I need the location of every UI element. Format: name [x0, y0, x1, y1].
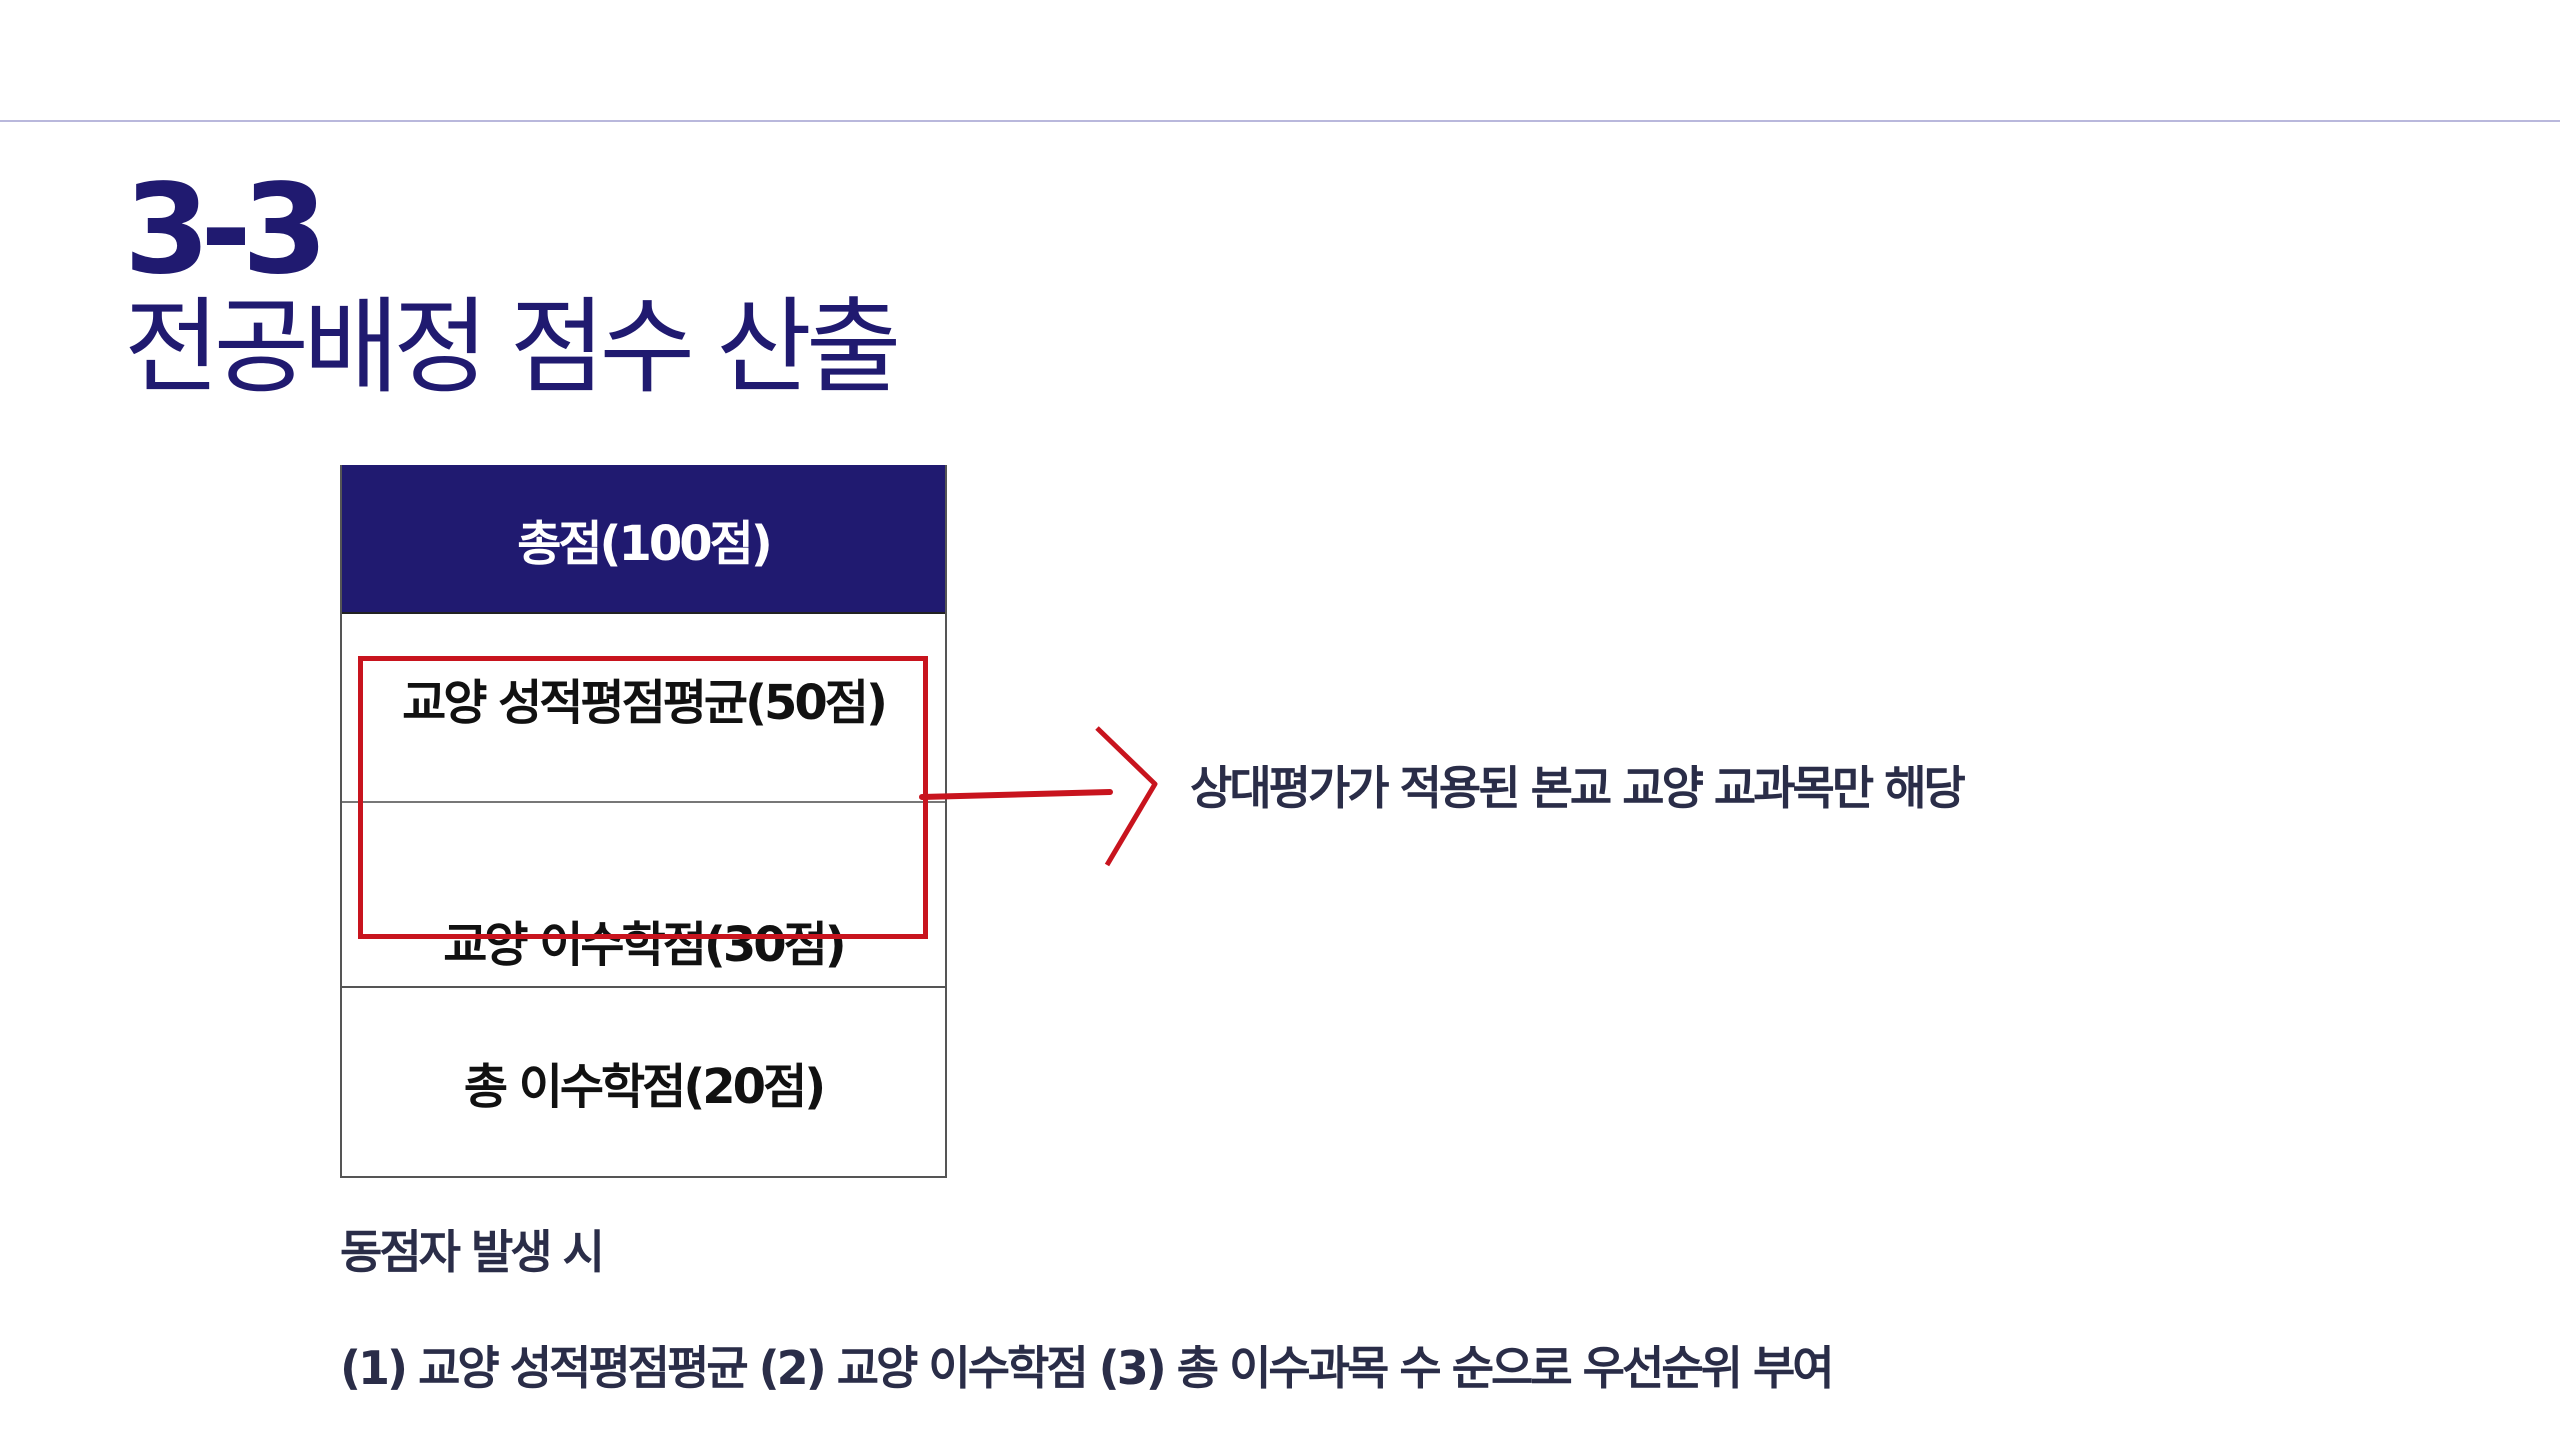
section-number: 3-3	[124, 158, 328, 302]
table-row: 교양 이수학점(30점)	[342, 803, 945, 988]
score-table: 총점(100점) 교양 성적평점평균(50점) 교양 이수학점(30점) 총 이…	[340, 465, 947, 1178]
page-title: 전공배정 점수 산출	[124, 286, 902, 408]
table-row: 교양 성적평점평균(50점)	[342, 614, 945, 803]
annotation-note: 상대평가가 적용된 본교 교양 교과목만 해당	[1190, 761, 1966, 815]
tiebreak-heading: 동점자 발생 시	[340, 1225, 605, 1279]
header-divider	[0, 120, 2560, 122]
table-row: 총 이수학점(20점)	[463, 1059, 826, 1115]
tiebreak-text: (1) 교양 성적평점평균 (2) 교양 이수학점 (3) 총 이수과목 수 순…	[340, 1341, 1835, 1395]
table-header: 총점(100점)	[342, 465, 945, 614]
